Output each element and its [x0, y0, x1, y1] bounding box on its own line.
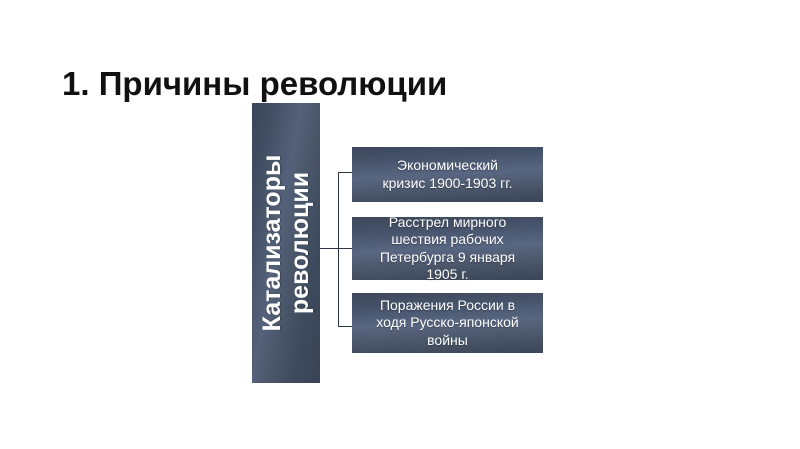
- page-title: 1. Причины революции: [62, 65, 448, 103]
- diagram-root-box[interactable]: Катализаторы революции: [252, 103, 320, 383]
- diagram-item-label: Экономический кризис 1900-1903 гг.: [382, 157, 513, 191]
- connector-branch-2: [338, 248, 353, 249]
- connector-trunk: [338, 172, 339, 326]
- diagram-root-label: Катализаторы революции: [258, 154, 314, 332]
- diagram-item-label: Поражения России в ходя Русско-японской …: [376, 296, 519, 348]
- connector-branch-1: [338, 172, 353, 173]
- connector-stem: [320, 248, 339, 249]
- connector-branch-3: [338, 326, 353, 327]
- diagram-item-label: Расстрел мирного шествия рабочих Петербу…: [379, 213, 516, 282]
- diagram-item-box[interactable]: Экономический кризис 1900-1903 гг.: [352, 147, 543, 202]
- diagram-item-box[interactable]: Расстрел мирного шествия рабочих Петербу…: [352, 213, 543, 282]
- diagram-item-box[interactable]: Поражения России в ходя Русско-японской …: [352, 293, 543, 353]
